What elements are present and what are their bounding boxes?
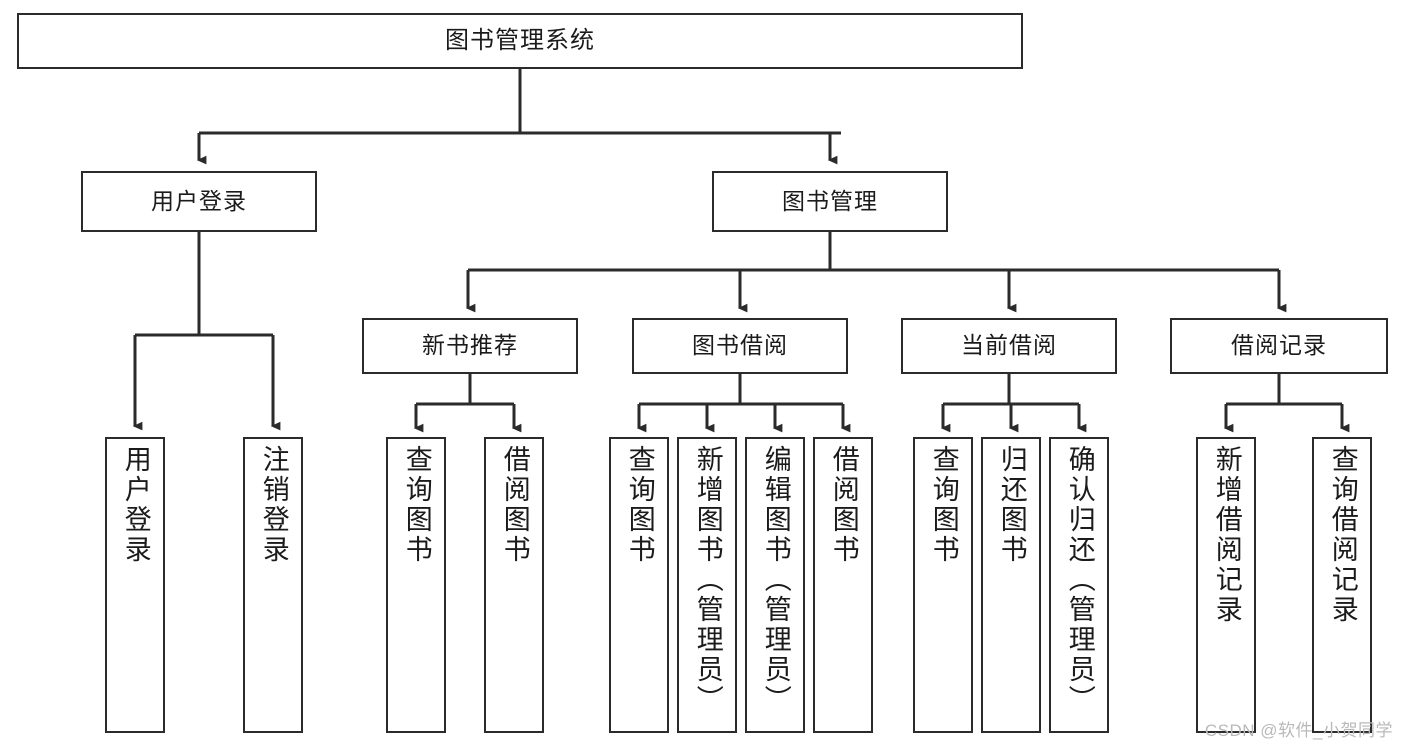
node-leaf-logout-label: 注销登录 [258, 445, 289, 565]
node-leaf-borrow-book-1[interactable]: 借阅图书 [484, 437, 544, 733]
node-user-login[interactable]: 用户登录 [81, 171, 317, 232]
node-leaf-edit-book[interactable]: 编辑图书（管理员） [745, 437, 805, 733]
node-leaf-edit-book-label: 编辑图书（管理员） [760, 445, 791, 715]
csdn-watermark: CSDN @软件_小贺同学 [1204, 721, 1393, 740]
node-new-book-rec-label: 新书推荐 [422, 332, 518, 359]
node-leaf-logout[interactable]: 注销登录 [243, 437, 303, 733]
node-book-borrow[interactable]: 图书借阅 [632, 318, 848, 374]
node-leaf-user-login[interactable]: 用户登录 [105, 437, 165, 733]
node-leaf-return-book-label: 归还图书 [996, 445, 1027, 565]
node-new-book-rec[interactable]: 新书推荐 [362, 318, 578, 374]
node-leaf-query-book-3[interactable]: 查询图书 [913, 437, 973, 733]
node-leaf-query-book-2[interactable]: 查询图书 [609, 437, 669, 733]
node-leaf-borrow-book-1-label: 借阅图书 [499, 445, 530, 565]
node-leaf-borrow-book-2-label: 借阅图书 [828, 445, 859, 565]
node-current-borrow[interactable]: 当前借阅 [901, 318, 1117, 374]
node-leaf-add-record-label: 新增借阅记录 [1211, 445, 1242, 625]
node-root-label: 图书管理系统 [445, 26, 595, 54]
node-borrow-record[interactable]: 借阅记录 [1170, 318, 1388, 374]
node-leaf-borrow-book-2[interactable]: 借阅图书 [813, 437, 873, 733]
node-leaf-query-book-1-label: 查询图书 [401, 445, 432, 565]
node-leaf-query-record[interactable]: 查询借阅记录 [1312, 437, 1372, 733]
node-book-manage-label: 图书管理 [782, 187, 878, 214]
node-current-borrow-label: 当前借阅 [961, 332, 1057, 359]
node-leaf-add-book[interactable]: 新增图书（管理员） [677, 437, 737, 733]
node-root[interactable]: 图书管理系统 [17, 13, 1023, 69]
node-leaf-add-record[interactable]: 新增借阅记录 [1196, 437, 1256, 733]
node-leaf-confirm-return[interactable]: 确认归还（管理员） [1049, 437, 1109, 733]
node-leaf-query-record-label: 查询借阅记录 [1327, 445, 1358, 625]
node-leaf-add-book-label: 新增图书（管理员） [692, 445, 723, 715]
node-leaf-return-book[interactable]: 归还图书 [981, 437, 1041, 733]
node-book-manage[interactable]: 图书管理 [712, 171, 948, 232]
node-leaf-query-book-2-label: 查询图书 [624, 445, 655, 565]
node-leaf-query-book-3-label: 查询图书 [928, 445, 959, 565]
node-user-login-label: 用户登录 [151, 187, 247, 214]
node-book-borrow-label: 图书借阅 [692, 332, 788, 359]
node-borrow-record-label: 借阅记录 [1231, 332, 1327, 359]
node-leaf-query-book-1[interactable]: 查询图书 [386, 437, 446, 733]
node-leaf-user-login-label: 用户登录 [120, 445, 151, 565]
node-leaf-confirm-return-label: 确认归还（管理员） [1064, 445, 1095, 715]
